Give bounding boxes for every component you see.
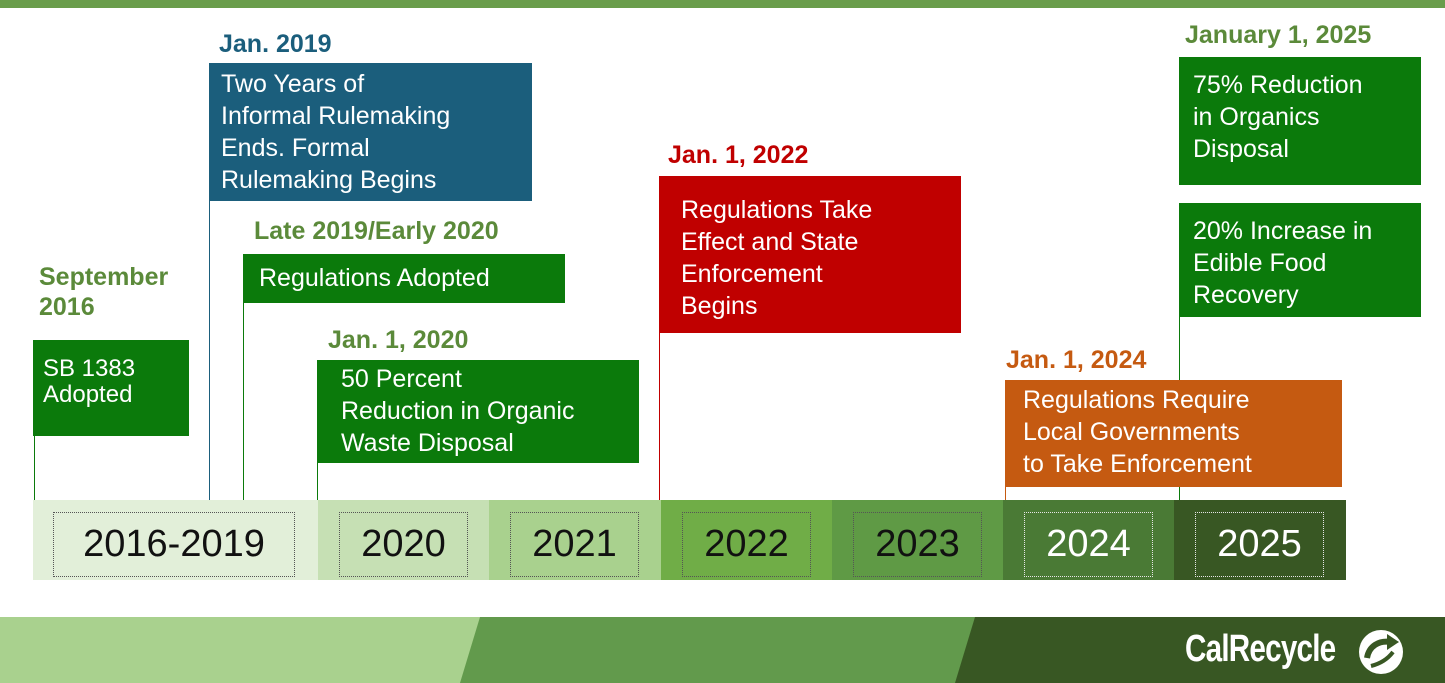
year-band <box>489 500 661 580</box>
year-label: 2024 <box>1024 512 1153 577</box>
year-band <box>832 500 1003 580</box>
connector-line <box>34 436 35 500</box>
year-band <box>661 500 832 580</box>
year-label: 2025 <box>1195 512 1324 577</box>
year-label: 2022 <box>682 512 811 577</box>
connector-line <box>317 462 318 500</box>
year-band <box>318 500 489 580</box>
connector-line <box>243 302 244 500</box>
recycle-arrow-icon <box>1359 630 1403 674</box>
year-label: 2020 <box>339 512 468 577</box>
milestone-box: SB 1383 Adopted <box>33 340 189 436</box>
milestone-date: January 1, 2025 <box>1185 21 1372 49</box>
milestone-date: Jan. 2019 <box>219 30 332 58</box>
calrecycle-logo-text: CalRecycle <box>1185 628 1336 670</box>
milestone-date: September 2016 <box>39 263 169 321</box>
milestone-date: Jan. 1, 2020 <box>328 326 469 354</box>
year-label: 2016-2019 <box>53 512 295 577</box>
milestone-box: Regulations Require Local Governments to… <box>1005 380 1342 487</box>
year-label: 2021 <box>510 512 639 577</box>
milestone-date: Late 2019/Early 2020 <box>254 217 499 245</box>
connector-line <box>209 200 210 500</box>
year-band <box>1174 500 1346 580</box>
milestone-date: Jan. 1, 2024 <box>1006 346 1147 374</box>
milestone-box: 50 Percent Reduction in Organic Waste Di… <box>317 360 639 463</box>
milestone-box: 75% Reduction in Organics Disposal <box>1179 57 1421 185</box>
year-band <box>1003 500 1174 580</box>
milestone-box: Regulations Adopted <box>243 254 565 303</box>
milestone-date: Jan. 1, 2022 <box>668 141 809 169</box>
year-label: 2023 <box>853 512 982 577</box>
milestone-box: 20% Increase in Edible Food Recovery <box>1179 203 1421 317</box>
connector-line <box>659 332 660 500</box>
footer-bar <box>0 617 1445 683</box>
milestone-box: Two Years of Informal Rulemaking Ends. F… <box>209 63 532 201</box>
milestone-box: Regulations Take Effect and State Enforc… <box>659 176 961 333</box>
connector-line <box>1005 486 1006 500</box>
top-accent-bar <box>0 0 1445 8</box>
year-band <box>33 500 318 580</box>
